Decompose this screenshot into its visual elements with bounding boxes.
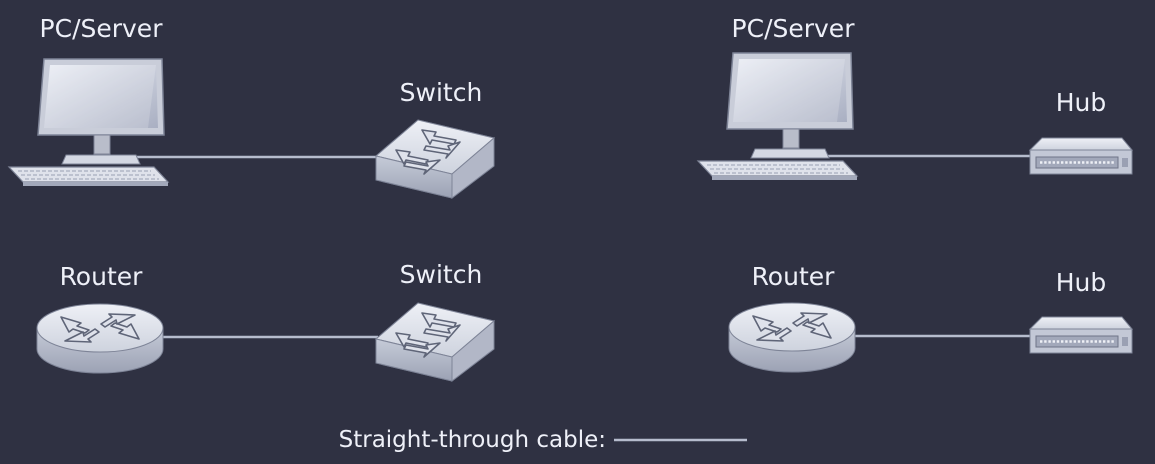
label-pc-server-left: PC/Server	[40, 14, 164, 43]
hub-icon	[1028, 136, 1134, 176]
label-pc-server-right: PC/Server	[732, 14, 856, 43]
switch-icon	[375, 119, 495, 199]
hub-icon	[1028, 315, 1134, 355]
label-hub-bottom: Hub	[1056, 268, 1107, 297]
label-switch-top: Switch	[400, 78, 483, 107]
router-icon	[36, 303, 164, 374]
router-icon	[728, 302, 856, 373]
switch-icon	[375, 302, 495, 382]
label-router-left: Router	[60, 262, 144, 291]
label-hub-top: Hub	[1056, 88, 1107, 117]
legend-label: Straight-through cable:	[339, 427, 606, 453]
legend: Straight-through cable:	[339, 427, 747, 453]
pc-server-icon	[697, 52, 858, 181]
pc-server-icon	[8, 58, 169, 187]
label-switch-bottom: Switch	[400, 260, 483, 289]
label-router-right: Router	[752, 262, 836, 291]
